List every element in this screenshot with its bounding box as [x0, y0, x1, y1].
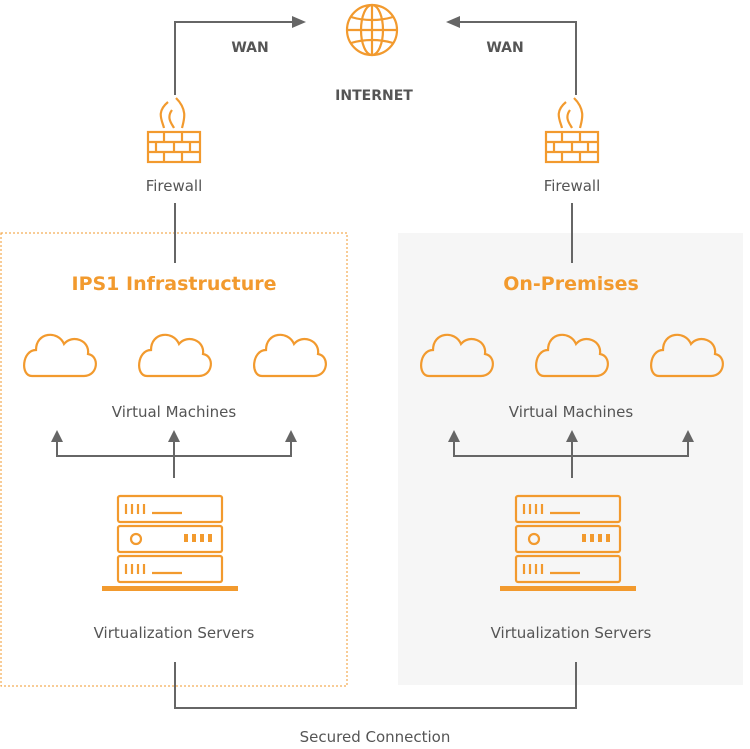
wan-label-right: WAN — [486, 40, 523, 56]
left-title: IPS1 Infrastructure — [72, 273, 277, 295]
vm-arrows-right — [448, 430, 694, 478]
server-label-right: Virtualization Servers — [491, 624, 652, 642]
secured-connection-label: Secured Connection — [300, 728, 451, 746]
cloud-icon — [253, 333, 327, 378]
right-title: On-Premises — [503, 273, 639, 295]
globe-icon — [345, 3, 399, 57]
firewall-icon-right — [544, 96, 600, 164]
cloud-icon — [138, 333, 212, 378]
wan-line-right — [452, 21, 577, 95]
firewall-label-left: Firewall — [146, 177, 203, 195]
firewall-icon-left — [146, 96, 202, 164]
secured-connection-line — [174, 662, 577, 709]
vm-label-right: Virtual Machines — [509, 403, 634, 421]
server-label-left: Virtualization Servers — [94, 624, 255, 642]
cloud-icon — [23, 333, 97, 378]
wan-line-left — [174, 21, 300, 95]
wan-label-left: WAN — [231, 40, 268, 56]
wan-arrow-right — [446, 16, 460, 28]
server-icon-left — [100, 494, 240, 593]
wan-arrow-left — [292, 16, 306, 28]
vm-label-left: Virtual Machines — [112, 403, 237, 421]
firewall-label-right: Firewall — [544, 177, 601, 195]
vm-arrows-left — [51, 430, 297, 478]
right-panel — [398, 233, 743, 685]
internet-label: INTERNET — [335, 88, 413, 104]
